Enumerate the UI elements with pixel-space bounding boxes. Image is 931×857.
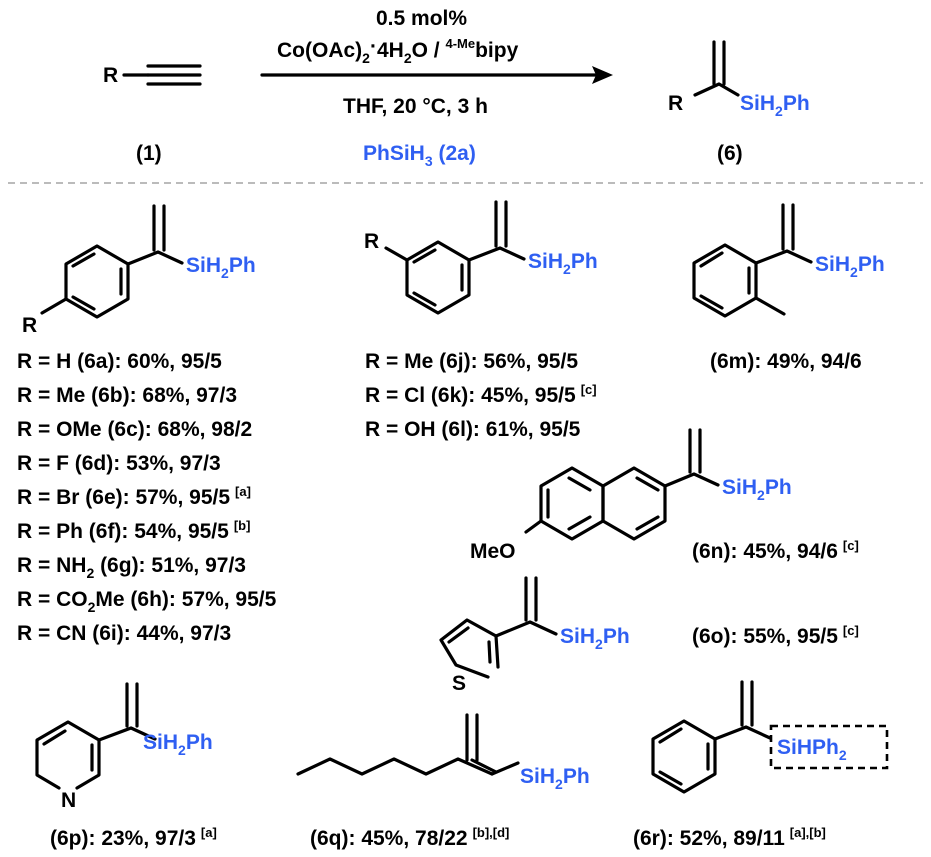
entry-6l: R = OH (6l): 61%, 95/5	[365, 418, 581, 441]
entry-6f: R = Ph (6f): 54%, 95/5[b]	[17, 518, 250, 543]
product-backbone	[693, 82, 740, 97]
entry-6c: R = OMe (6c): 68%, 98/2	[17, 418, 252, 441]
entry-6h: R = CO2Me (6h): 57%, 95/5	[17, 588, 277, 615]
naphthalene-inner-bonds	[546, 476, 660, 531]
entry-6a: R = H (6a): 60%, 95/5	[17, 350, 222, 373]
meta-r-group: R	[364, 230, 379, 253]
entry-6i: R = CN (6i): 44%, 97/3	[17, 622, 231, 645]
naphthyl-silyl-group: SiH2Ph	[722, 476, 792, 503]
product-vinyl-double-bond	[712, 40, 726, 86]
product-r-group: R	[668, 92, 683, 115]
alkyl-vinyl-bonds	[465, 713, 520, 776]
thiophene-ring	[439, 618, 500, 679]
reactant-r-group: R	[103, 64, 118, 87]
benzene-inner-bonds-6r	[658, 727, 710, 786]
product-silyl-group: SiH2Ph	[740, 92, 810, 119]
entry-6p: (6p): 23%, 97/3[a]	[50, 825, 217, 850]
reactant-terminal-alkyne: R	[103, 64, 202, 87]
para-r-group: R	[22, 314, 37, 337]
structure-meta-aryl: R SiH2Ph	[364, 200, 598, 315]
thiophene-inner-bonds	[447, 626, 492, 664]
para-silyl-group: SiH2Ph	[186, 254, 256, 281]
pyridine-ring	[35, 720, 101, 790]
ortho-vinyl-bonds	[754, 203, 813, 265]
entry-6r: (6r): 52%, 89/11[a],[b]	[633, 825, 826, 850]
meta-vinyl-bonds	[467, 200, 526, 262]
catalyst-formula: Co(OAc)2·4H2O / 4-Mebipy	[277, 35, 519, 66]
meta-r-bond	[384, 246, 409, 262]
structure-para-aryl: R SiH2Ph	[22, 204, 256, 337]
6r-vinyl-bonds	[713, 680, 772, 741]
alkyl-silyl-group: SiH2Ph	[520, 765, 590, 792]
entry-6k: R = Cl (6k): 45%, 95/5[c]	[365, 382, 597, 407]
benzene-ring-para	[64, 244, 130, 319]
ortho-silyl-group: SiH2Ph	[815, 253, 885, 280]
meta-silyl-group: SiH2Ph	[528, 250, 598, 277]
reaction-arrowhead	[592, 66, 613, 84]
structure-methoxynaphthyl: MeO SiH2Ph	[470, 428, 792, 563]
benzene-inner-bonds-para	[71, 252, 123, 311]
highlight-box	[769, 724, 889, 770]
meta-entries: R = Me (6j): 56%, 95/5 R = Cl (6k): 45%,…	[365, 350, 597, 441]
benzene-ring-ortho	[692, 243, 758, 318]
catalyst-loading: 0.5 mol%	[376, 7, 467, 30]
pyridyl-vinyl-bonds	[97, 682, 157, 742]
methoxy-group: MeO	[470, 540, 516, 563]
entry-6j: R = Me (6j): 56%, 95/5	[365, 350, 578, 373]
silane-reagent: PhSiH3 (2a)	[363, 142, 476, 169]
thienyl-silyl-group: SiH2Ph	[560, 625, 630, 652]
structure-thienyl: S SiH2Ph	[439, 576, 630, 695]
naphthyl-vinyl-bonds	[663, 428, 720, 488]
structure-ortho-tolyl: SiH2Ph	[692, 203, 885, 318]
entry-6b: R = Me (6b): 68%, 97/3	[17, 384, 237, 407]
thienyl-vinyl-bonds	[494, 576, 558, 638]
structure-diphenylsilyl: SiHPh2	[651, 680, 889, 794]
pyridine-inner-bonds	[42, 729, 94, 772]
benzene-ring-meta	[405, 240, 471, 315]
methoxy-bond	[524, 519, 543, 534]
alkyl-chain	[296, 757, 494, 776]
para-vinyl-bonds	[126, 204, 184, 266]
entry-6o: (6o): 55%, 95/5[c]	[692, 623, 859, 648]
diphenylsilyl-group: SiHPh2	[777, 736, 847, 763]
reaction-conditions: 0.5 mol% Co(OAc)2·4H2O / 4-Mebipy THF, 2…	[260, 7, 613, 169]
entry-6q: (6q): 45%, 78/22[b],[d]	[310, 825, 509, 850]
pyridine-nitrogen: N	[61, 789, 76, 812]
pyridyl-silyl-group: SiH2Ph	[143, 731, 213, 758]
product-label: (6)	[717, 142, 743, 165]
benzene-inner-bonds-ortho	[699, 251, 751, 310]
alkyne-triple-bond	[146, 64, 202, 86]
thiophene-sulfur: S	[452, 672, 466, 695]
entry-6e: R = Br (6e): 57%, 95/5[a]	[17, 484, 251, 509]
ortho-methyl-bond	[754, 296, 786, 316]
naphthalene-right-ring	[601, 466, 667, 541]
structure-hexenyl: SiH2Ph	[296, 713, 590, 792]
entry-6m: (6m): 49%, 94/6	[710, 350, 862, 373]
benzene-inner-bonds-meta	[412, 248, 464, 307]
entry-6g: R = NH2 (6g): 51%, 97/3	[17, 554, 246, 581]
structure-pyridyl: N SiH2Ph	[35, 682, 213, 812]
entry-6n: (6n): 45%, 94/6[c]	[692, 538, 859, 563]
solvent-temperature-time: THF, 20 °C, 3 h	[343, 95, 488, 118]
reactant-label: (1)	[136, 142, 162, 165]
para-entries: R = H (6a): 60%, 95/5 R = Me (6b): 68%, …	[17, 350, 277, 645]
para-r-bond	[40, 297, 68, 315]
product-vinylsilane: R SiH2Ph	[668, 40, 810, 119]
entry-6d: R = F (6d): 53%, 97/3	[17, 452, 221, 475]
benzene-ring-6r	[651, 719, 717, 794]
